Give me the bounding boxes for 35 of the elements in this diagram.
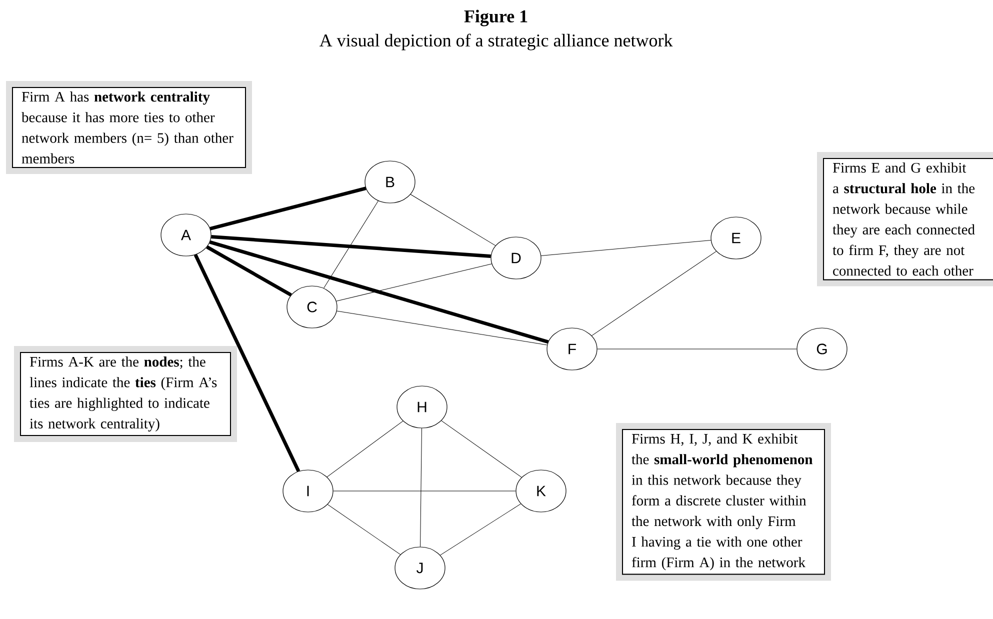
figure-title: Figure 1 bbox=[464, 10, 528, 26]
tie-line bbox=[440, 504, 522, 556]
tie-line bbox=[336, 310, 548, 346]
firm-node: J bbox=[394, 546, 446, 590]
tie-line bbox=[326, 420, 404, 478]
tie-line bbox=[211, 235, 491, 258]
tie-line bbox=[540, 240, 712, 256]
tie-line bbox=[324, 200, 378, 288]
tie-line bbox=[410, 194, 496, 246]
tie-line bbox=[210, 186, 366, 230]
tie-line bbox=[420, 428, 422, 547]
note-box: Firms H, I, J, and K exhibit the small-world phenomenon in this network because they form a discrete cluster within the network with only Firm I having a tie with one other firm (Firm A) in the network bbox=[616, 423, 831, 581]
tie-line bbox=[333, 490, 516, 492]
note-box: Firm A has network centrality because it has more ties to other network members (n= 5) than other members bbox=[6, 81, 252, 174]
note-box: Firms A-K are the nodes; the lines indicate the ties (Firm A’s ties are highlighted to indicate its network centrality) bbox=[14, 346, 237, 442]
tie-line bbox=[194, 254, 300, 472]
firm-node: I bbox=[282, 470, 334, 512]
note-box: Firms E and G exhibit a structural hole in the network because while they are each connected to firm F, they are not connected to each other bbox=[817, 152, 993, 286]
firm-node: A bbox=[160, 214, 212, 256]
tie-line bbox=[597, 348, 797, 350]
firm-node: K bbox=[516, 470, 566, 512]
firm-node: E bbox=[710, 216, 762, 260]
firm-node: B bbox=[364, 160, 416, 204]
firm-node: D bbox=[490, 236, 542, 280]
firm-node: F bbox=[546, 328, 598, 370]
tie-line bbox=[209, 240, 549, 344]
tie-line bbox=[327, 504, 401, 555]
figure-caption: A visual depiction of a strategic alliance network bbox=[320, 34, 673, 50]
firm-node: H bbox=[396, 386, 448, 428]
firm-node: G bbox=[796, 328, 848, 370]
tie-line bbox=[591, 251, 717, 336]
tie-line bbox=[336, 264, 492, 302]
tie-line bbox=[441, 420, 522, 478]
tie-line bbox=[206, 245, 292, 297]
firm-node: C bbox=[286, 286, 338, 328]
